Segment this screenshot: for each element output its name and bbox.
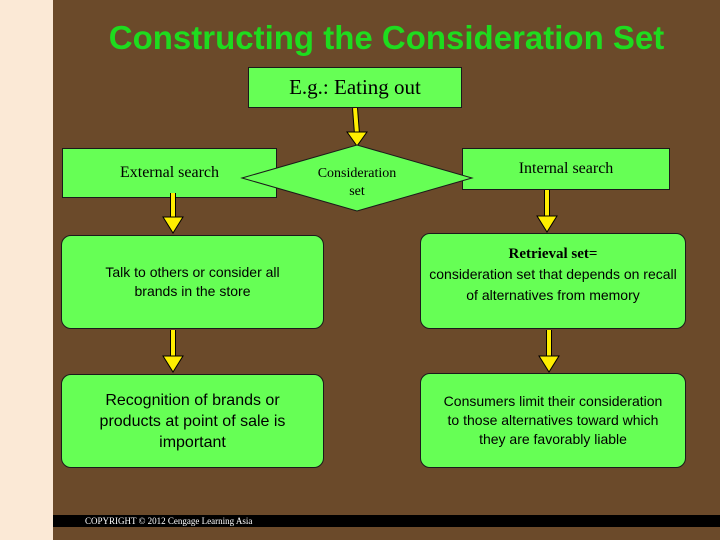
arrow-top-to-consideration (346, 108, 368, 147)
arrow-internal-to-retrieval (536, 190, 558, 233)
internal-search-box: Internal search (462, 148, 670, 190)
external-search-label: External search (119, 164, 220, 181)
arrow-talk-to-recognition (162, 330, 184, 373)
talk-to-others-box: Talk to others or consider all brands in… (61, 235, 324, 329)
arrow-external-to-talk (162, 193, 184, 234)
footer-bar (53, 515, 720, 527)
copyright-text: COPYRIGHT © 2012 Cengage Learning Asia (85, 516, 253, 526)
arrow-retrieval-to-consumers (538, 330, 560, 373)
left-margin-strip (0, 0, 53, 540)
consideration-set-label: Consideration set (290, 165, 424, 201)
consumers-limit-box: Consumers limit their consideration to t… (420, 373, 686, 468)
internal-search-label: Internal search (518, 160, 614, 177)
recognition-box: Recognition of brands or products at poi… (61, 374, 324, 468)
consideration-set-diamond (240, 144, 474, 212)
slide-title: Constructing the Consideration Set (108, 19, 665, 56)
eating-out-label: E.g.: Eating out (289, 75, 421, 99)
eating-out-box: E.g.: Eating out (248, 67, 462, 108)
external-search-box: External search (62, 148, 277, 198)
consideration-set-line1: Consideration (317, 166, 397, 181)
retrieval-set-title: Retrieval set= (508, 246, 598, 262)
talk-to-others-label: Talk to others or consider all brands in… (105, 264, 280, 299)
consideration-set-line2: set (349, 184, 365, 199)
retrieval-set-box: Retrieval set= consideration set that de… (420, 233, 686, 329)
retrieval-set-body: consideration set that depends on recall… (429, 266, 677, 303)
consumers-limit-label: Consumers limit their consideration to t… (443, 393, 663, 447)
recognition-label: Recognition of brands or products at poi… (99, 391, 286, 451)
